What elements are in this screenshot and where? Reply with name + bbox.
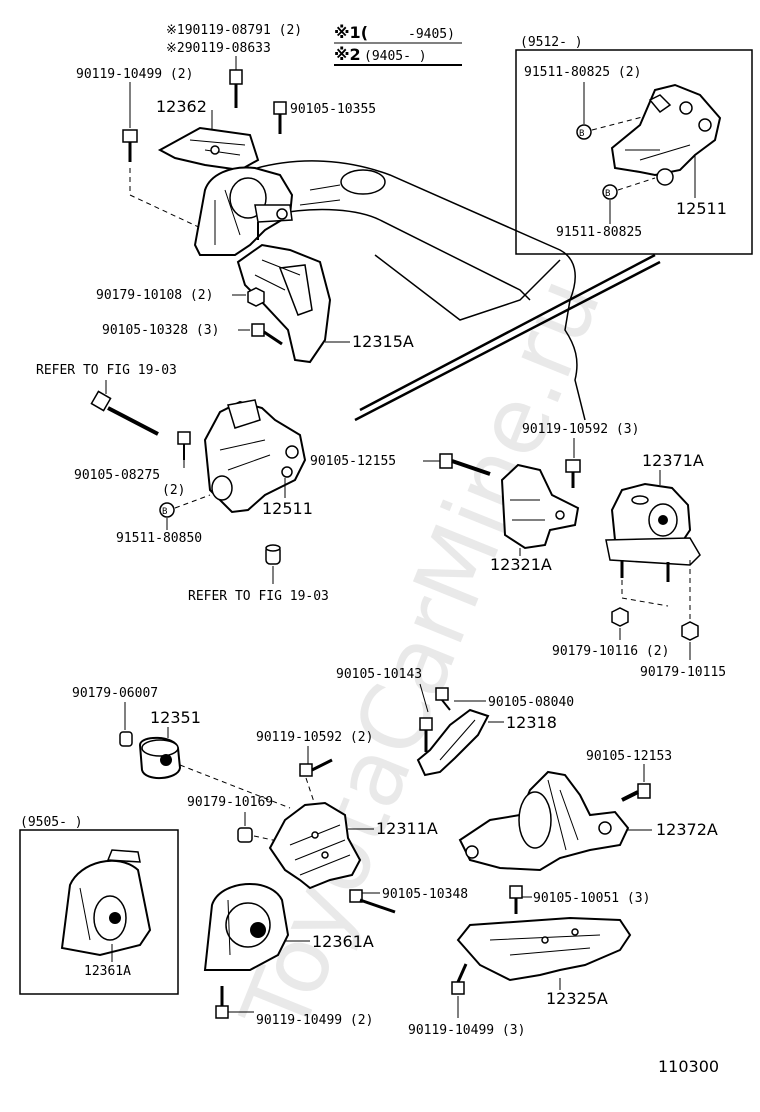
bushing-b-top-mark: B bbox=[579, 129, 584, 139]
bolt-90105-12153 bbox=[621, 783, 651, 802]
bolt-90119-08791 bbox=[229, 69, 243, 108]
bushing-refer bbox=[265, 544, 281, 565]
inset-9512: (9512- ) 91511-80825 (2) B B 12511 91511… bbox=[515, 35, 753, 255]
label-12351: 12351 bbox=[150, 708, 201, 727]
legend-m1-mark: ※1( bbox=[334, 23, 368, 42]
label-90179-10115: 90179-10115 bbox=[640, 665, 726, 680]
inset-9505-date: (9505- ) bbox=[20, 815, 83, 830]
label-90119-08633: ※290119-08633 bbox=[166, 41, 271, 56]
bracket-12511-inset bbox=[610, 83, 722, 186]
mount-12361A bbox=[203, 882, 290, 971]
label-90105-10355: 90105-10355 bbox=[290, 102, 376, 117]
label-90179-10169: 90179-10169 bbox=[187, 795, 273, 810]
bolt-90119-10499-3 bbox=[451, 963, 468, 995]
member-12325A bbox=[456, 916, 632, 982]
label-91511-80825-2: 91511-80825 (2) bbox=[524, 65, 641, 80]
label-12321A: 12321A bbox=[490, 555, 552, 574]
label-12372A: 12372A bbox=[656, 820, 718, 839]
bushing-12351 bbox=[138, 736, 182, 779]
label-90105-12153: 90105-12153 bbox=[586, 749, 672, 764]
bracket-12315A bbox=[236, 243, 332, 364]
diagram-id: 110300 bbox=[658, 1057, 719, 1076]
label-90119-10592-2: 90119-10592 (2) bbox=[256, 730, 373, 745]
label-90119-10499-2: 90119-10499 (2) bbox=[256, 1013, 373, 1028]
bracket-12362 bbox=[157, 126, 260, 172]
bolt-90105-08275 bbox=[177, 431, 191, 460]
nut-90179-10116 bbox=[611, 607, 629, 627]
label-90179-06007: 90179-06007 bbox=[72, 686, 158, 701]
mount-12372A bbox=[458, 770, 630, 872]
label-12362: 12362 bbox=[156, 97, 207, 116]
label-qty-2: (2) bbox=[162, 483, 185, 498]
legend-m2-mark: ※2 bbox=[334, 45, 361, 64]
bracket-12321A bbox=[500, 463, 580, 550]
label-90105-08275: 90105-08275 bbox=[74, 468, 160, 483]
nut-90179-06007 bbox=[119, 731, 133, 747]
legend-m1-range: -9405) bbox=[408, 27, 455, 42]
nut-90179-10169 bbox=[237, 827, 253, 843]
bushing-b-middle-mark: B bbox=[162, 507, 167, 517]
label-90179-10108: 90179-10108 (2) bbox=[96, 288, 213, 303]
label-90105-10143: 90105-10143 bbox=[336, 667, 422, 682]
bolt-90105-12155 bbox=[439, 453, 491, 476]
mount-12362-body bbox=[193, 166, 294, 256]
engine-block-outline bbox=[249, 160, 661, 422]
label-90119-10592-3: 90119-10592 (3) bbox=[522, 422, 639, 437]
bushing-b-bottom: B bbox=[602, 184, 618, 200]
label-refer-19-03-top: REFER TO FIG 19-03 bbox=[36, 363, 177, 378]
bolt-90105-08040 bbox=[435, 687, 451, 711]
inset-9505: (9505- ) 12361A bbox=[19, 815, 179, 995]
label-90179-10116: 90179-10116 (2) bbox=[552, 644, 669, 659]
label-90105-10348: 90105-10348 bbox=[382, 887, 468, 902]
long-bolt-refer bbox=[90, 390, 159, 436]
label-90105-10051: 90105-10051 (3) bbox=[533, 891, 650, 906]
bushing-b-bottom-mark: B bbox=[605, 189, 610, 199]
label-90119-10499-top: 90119-10499 (2) bbox=[76, 67, 193, 82]
label-12361A: 12361A bbox=[312, 932, 374, 951]
bolt-90105-10051 bbox=[509, 885, 523, 914]
lower-group: 90105-10143 90105-08040 12318 90179-0600… bbox=[19, 667, 718, 1038]
label-12511: 12511 bbox=[262, 499, 313, 518]
bushing-b-middle: B bbox=[159, 502, 175, 518]
bolt-90105-10348 bbox=[349, 889, 396, 914]
bushing-b-top: B bbox=[576, 124, 592, 140]
bracket-12511 bbox=[203, 399, 307, 514]
label-12315A: 12315A bbox=[352, 332, 414, 351]
label-12325A: 12325A bbox=[546, 989, 608, 1008]
label-12371A: 12371A bbox=[642, 451, 704, 470]
middle-left-group: REFER TO FIG 19-03 90105-08275 (2) B 125… bbox=[36, 363, 329, 604]
bolt-90105-10143 bbox=[419, 717, 433, 752]
middle-right-group: 90119-10592 (3) 90105-12155 12321A 12371… bbox=[310, 422, 726, 680]
bracket-12318 bbox=[416, 708, 490, 777]
label-12511-inset: 12511 bbox=[676, 199, 727, 218]
top-left-group: ※190119-08791 (2) ※290119-08633 90119-10… bbox=[76, 23, 414, 364]
label-90105-08040: 90105-08040 bbox=[488, 695, 574, 710]
bolt-90105-10328 bbox=[251, 323, 283, 346]
label-12318: 12318 bbox=[506, 713, 557, 732]
legend: ※1( -9405) ※2 (9405- ) bbox=[334, 23, 462, 66]
label-90119-08791: ※190119-08791 (2) bbox=[166, 23, 302, 38]
bolt-90119-10499-bottom bbox=[215, 986, 229, 1019]
mount-12361A-inset bbox=[60, 849, 152, 957]
bracket-12311A bbox=[268, 801, 362, 890]
label-refer-19-03-bottom: REFER TO FIG 19-03 bbox=[188, 589, 329, 604]
legend-m2-range: (9405- ) bbox=[364, 49, 427, 64]
bolt-90119-10592-3 bbox=[565, 459, 581, 488]
bolt-90119-10499-top bbox=[122, 129, 138, 162]
inset-9512-date: (9512- ) bbox=[520, 35, 583, 50]
nut-90179-10115 bbox=[681, 621, 699, 641]
label-91511-80850: 91511-80850 bbox=[116, 531, 202, 546]
bolt-90119-10592-2 bbox=[299, 758, 333, 777]
bolt-90105-10355 bbox=[273, 101, 287, 134]
nut-90179-10108 bbox=[247, 287, 265, 307]
mount-12371A bbox=[605, 482, 701, 582]
label-12361A-inset: 12361A bbox=[84, 964, 131, 979]
label-90119-10499-3: 90119-10499 (3) bbox=[408, 1023, 525, 1038]
label-90105-10328: 90105-10328 (3) bbox=[102, 323, 219, 338]
label-90105-12155: 90105-12155 bbox=[310, 454, 396, 469]
label-91511-80825: 91511-80825 bbox=[556, 225, 642, 240]
label-12311A: 12311A bbox=[376, 819, 438, 838]
